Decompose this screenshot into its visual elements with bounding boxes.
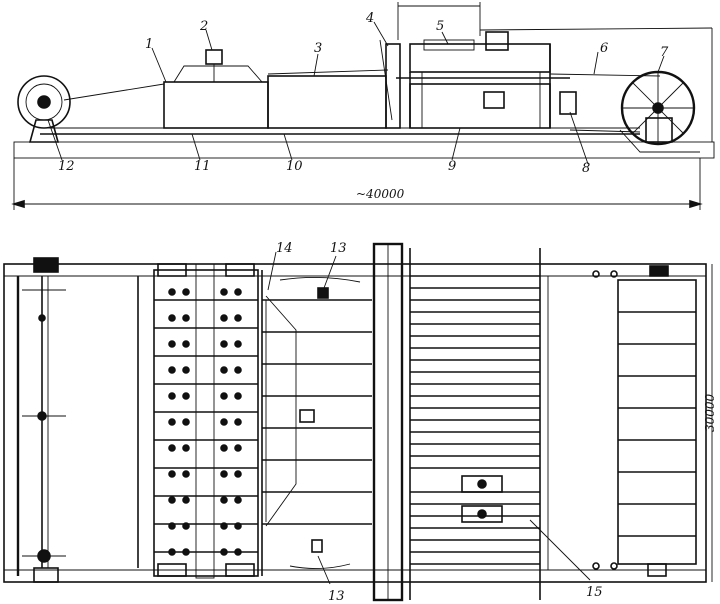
label-7: 7 (660, 45, 669, 60)
middle-section (261, 270, 372, 576)
label-12: 12 (58, 159, 75, 174)
unit-3-housing (267, 75, 387, 129)
label-1: 1 (145, 37, 153, 52)
drive-wheel-7 (620, 70, 696, 146)
right-section (547, 265, 697, 577)
label-15: 15 (586, 585, 603, 600)
column-4 (385, 43, 401, 129)
label-3: 3 (314, 41, 322, 56)
foundation (13, 141, 715, 159)
heater-nozzles (168, 288, 242, 556)
label-5: 5 (436, 19, 444, 34)
label-8: 8 (582, 161, 590, 176)
label-11: 11 (194, 159, 211, 174)
plan-outer-frame (3, 263, 707, 583)
label-6: 6 (600, 41, 608, 56)
label-9: 9 (448, 159, 456, 174)
label-13-bottom: 13 (328, 589, 345, 604)
unit-1-housing (163, 81, 269, 129)
heater-section (153, 269, 259, 577)
carriage-grid (409, 248, 541, 600)
label-2: 2 (199, 19, 208, 34)
carriage-5 (396, 31, 570, 129)
side-elevation: ~40000 1 2 3 4 5 6 7 8 9 10 11 12 (11, 2, 715, 210)
winch-drum (17, 75, 165, 143)
heater-rows (154, 299, 258, 553)
label-4: 4 (365, 11, 374, 26)
width-dimension: 30000 (703, 393, 717, 432)
label-13-top: 13 (330, 241, 347, 256)
label-10: 10 (286, 159, 303, 174)
length-dimension: ~40000 (356, 187, 405, 201)
unit-8 (559, 91, 577, 115)
label-14: 14 (276, 241, 293, 256)
plan-view: 30000 14 13 13 15 (3, 241, 717, 604)
